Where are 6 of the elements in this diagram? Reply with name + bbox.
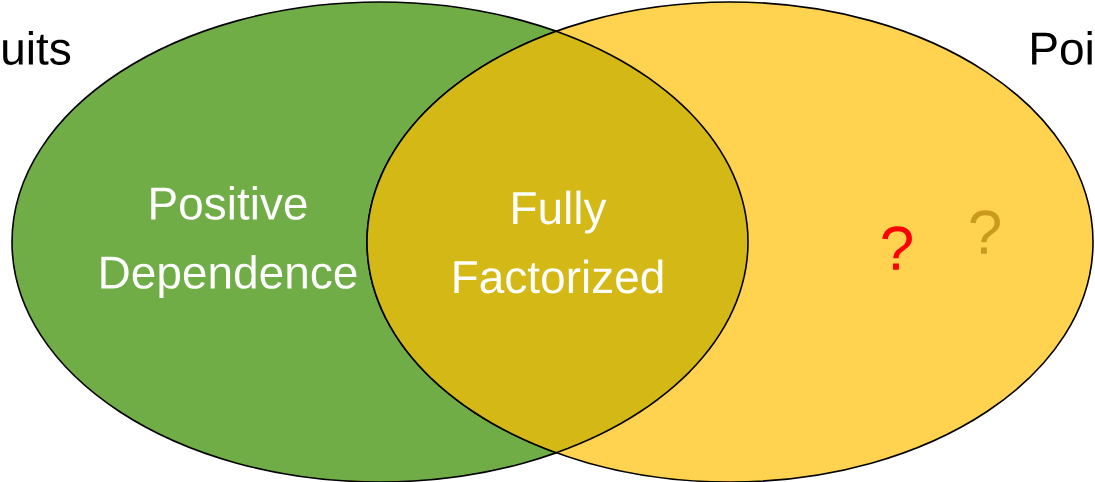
- set-label: Positive Dependence: [101, 186, 357, 298]
- set-heading: Poi: [1032, 31, 1092, 65]
- question-mark: ?: [970, 210, 1000, 254]
- overlap-label: Fully Factorized: [454, 190, 663, 294]
- question-mark: ?: [882, 226, 912, 270]
- set-heading: uits: [3, 31, 71, 65]
